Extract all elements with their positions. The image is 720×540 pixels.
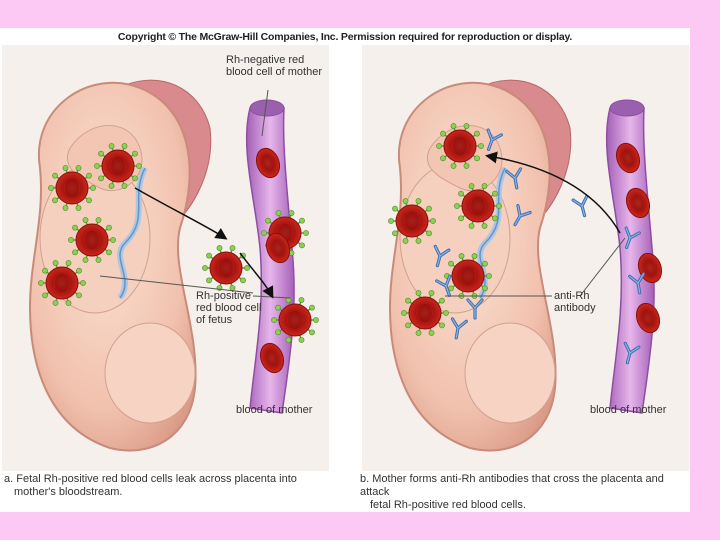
label-rh-positive-line1: Rh-positive (196, 290, 261, 302)
label-anti-rh-line1: anti-Rh (554, 290, 596, 302)
fetus-head-a (105, 323, 195, 423)
label-anti-rh: anti-Rh antibody (554, 290, 596, 314)
caption-a-line1: a. Fetal Rh-positive red blood cells lea… (4, 473, 297, 486)
caption-a: a. Fetal Rh-positive red blood cells lea… (4, 473, 297, 499)
caption-b: b. Mother forms anti-Rh antibodies that … (360, 473, 690, 512)
slide: Copyright © The McGraw-Hill Companies, I… (0, 28, 690, 512)
anti-rh-antibody (573, 196, 591, 217)
rh-positive-cell (202, 245, 249, 290)
label-rh-positive: Rh-positive red blood cell of fetus (196, 290, 261, 326)
label-rh-positive-line3: of fetus (196, 314, 261, 326)
label-blood-of-mother-a: blood of mother (236, 404, 312, 416)
label-rh-negative-line2: blood cell of mother (226, 66, 322, 78)
illustration (0, 28, 690, 512)
caption-a-line2: mother's bloodstream. (4, 486, 297, 499)
caption-b-line2: fetal Rh-positive red blood cells. (360, 499, 690, 512)
caption-b-line1: b. Mother forms anti-Rh antibodies that … (360, 473, 690, 499)
label-blood-of-mother-b: blood of mother (590, 404, 666, 416)
fetus-head-b (465, 323, 555, 423)
label-anti-rh-line2: antibody (554, 302, 596, 314)
label-rh-negative: Rh-negative red blood cell of mother (226, 54, 322, 78)
label-rh-positive-line2: red blood cell (196, 302, 261, 314)
panel-b-drawing (390, 80, 654, 450)
label-rh-negative-line1: Rh-negative red (226, 54, 322, 66)
